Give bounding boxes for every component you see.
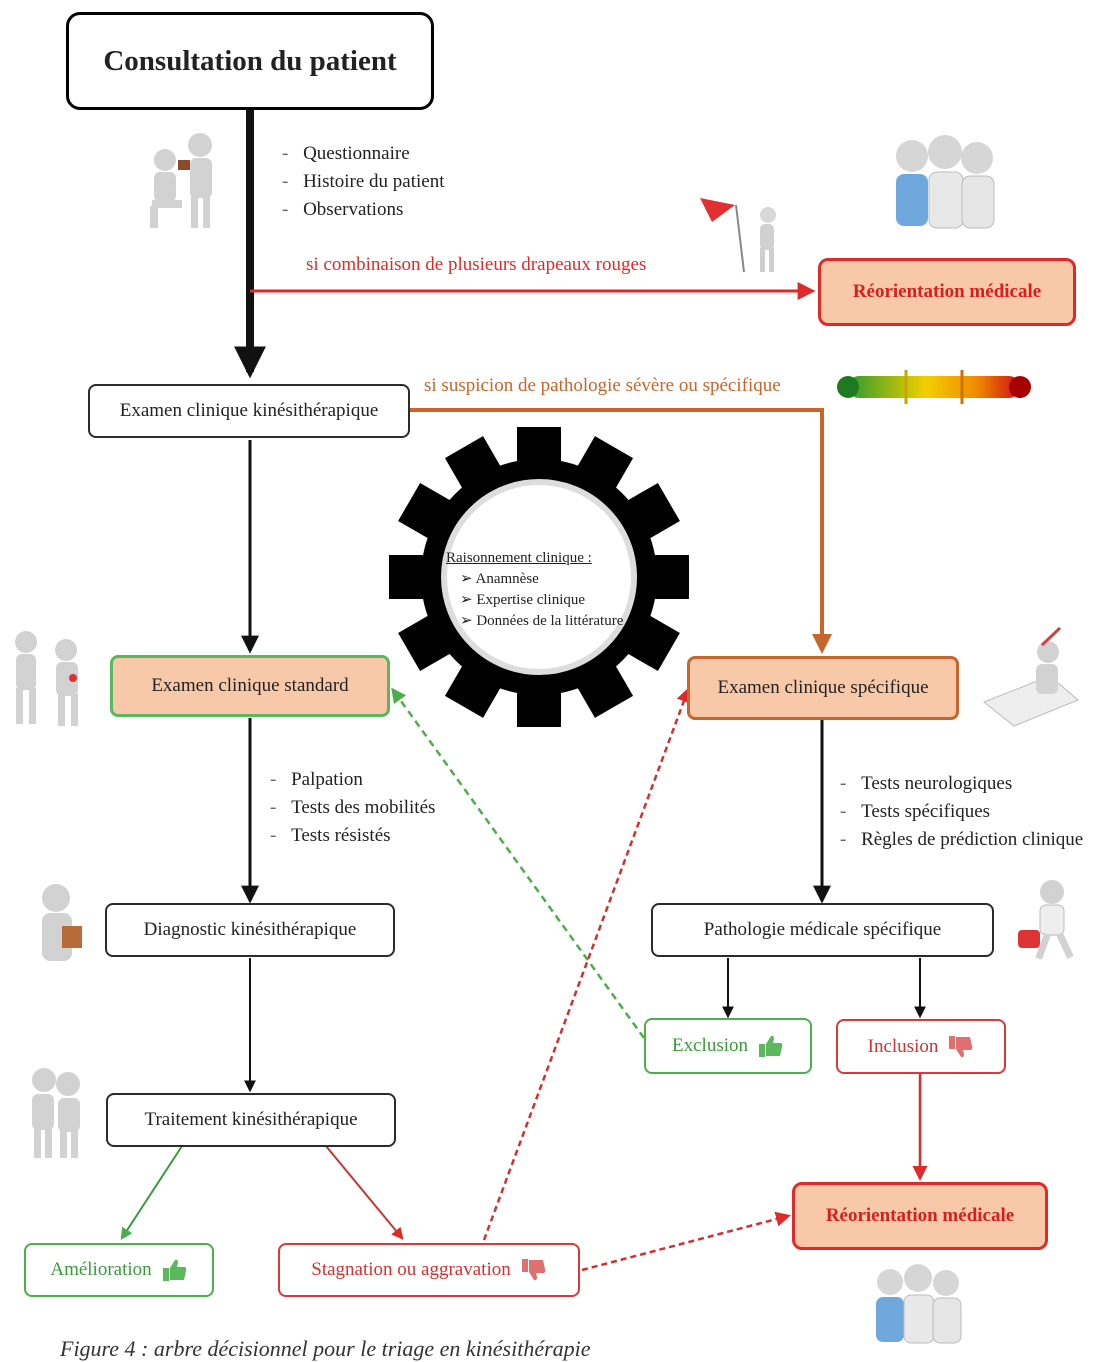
list-item: Données de la littérature bbox=[460, 611, 636, 632]
node-reorientation-top: Réorientation médicale bbox=[818, 258, 1076, 326]
edge-traitement-to-amelioration bbox=[120, 1145, 183, 1241]
node-examen-standard: Examen clinique standard bbox=[110, 655, 390, 717]
standard-items: Palpation Tests des mobilités Tests rési… bbox=[270, 766, 435, 850]
edge-traitement-to-stagnation bbox=[325, 1145, 404, 1240]
edge-label-suspicion: si suspicion de pathologie sévère ou spé… bbox=[424, 375, 781, 396]
doctors-group-icon-bottom bbox=[876, 1264, 962, 1344]
interview-figures-icon bbox=[150, 133, 212, 228]
thumbs-up-icon bbox=[162, 1259, 186, 1281]
gear-reasoning-text: Raisonnement clinique : Anamnèse Experti… bbox=[446, 548, 636, 632]
list-item: Palpation bbox=[270, 766, 435, 794]
node-examen-specifique: Examen clinique spécifique bbox=[687, 656, 959, 720]
figure-caption: Figure 4 : arbre décisionnel pour le tri… bbox=[60, 1336, 591, 1361]
edge-stagnation-to-reorientation bbox=[581, 1211, 791, 1272]
list-item: Tests résistés bbox=[270, 822, 435, 850]
edge-label-red-flags: si combinaison de plusieurs drapeaux rou… bbox=[306, 254, 647, 275]
node-diagnostic: Diagnostic kinésithérapique bbox=[105, 903, 395, 957]
list-item: Expertise clinique bbox=[460, 590, 636, 611]
node-consultation: Consultation du patient bbox=[66, 12, 434, 110]
list-item: Tests des mobilités bbox=[270, 794, 435, 822]
inclusion-label: Inclusion bbox=[867, 1035, 939, 1057]
clinical-test-icon bbox=[983, 626, 1079, 727]
thumbs-down-icon bbox=[521, 1259, 546, 1281]
list-item: Règles de prédiction clinique bbox=[840, 826, 1083, 854]
stagnation-label: Stagnation ou aggravation bbox=[311, 1259, 511, 1280]
thumbs-up-icon bbox=[759, 1035, 783, 1057]
node-pathologie: Pathologie médicale spécifique bbox=[651, 903, 994, 957]
consultation-items: Questionnaire Histoire du patient Observ… bbox=[282, 140, 445, 224]
doctors-group-icon-top bbox=[896, 135, 995, 229]
node-traitement: Traitement kinésithérapique bbox=[106, 1093, 396, 1147]
list-item: Anamnèse bbox=[460, 569, 636, 590]
exclusion-label: Exclusion bbox=[672, 1035, 748, 1056]
emergency-doctor-icon bbox=[1018, 880, 1074, 960]
list-item: Tests neurologiques bbox=[840, 770, 1083, 798]
node-examen-kine: Examen clinique kinésithérapique bbox=[88, 384, 410, 438]
list-item: Tests spécifiques bbox=[840, 798, 1083, 826]
clipboard-doctor-icon bbox=[42, 884, 82, 961]
amelioration-label: Amélioration bbox=[50, 1259, 152, 1280]
edge-stagnation-to-specific bbox=[482, 687, 691, 1241]
gear-heading: Raisonnement clinique : bbox=[446, 550, 592, 566]
node-stagnation: Stagnation ou aggravation bbox=[278, 1243, 580, 1297]
specific-items: Tests neurologiques Tests spécifiques Rè… bbox=[840, 770, 1083, 854]
edge-exclusion-to-standard bbox=[391, 687, 646, 1039]
list-item: Questionnaire bbox=[282, 140, 445, 168]
node-amelioration: Amélioration bbox=[24, 1243, 214, 1297]
edge-suspicion bbox=[410, 408, 832, 654]
node-inclusion: Inclusion bbox=[836, 1019, 1006, 1074]
thumbs-down-icon bbox=[949, 1035, 973, 1057]
red-flag-icon bbox=[700, 198, 776, 273]
severity-meter-icon bbox=[837, 370, 1031, 404]
node-exclusion: Exclusion bbox=[644, 1018, 812, 1074]
supporting-patient-icon bbox=[32, 1068, 80, 1158]
list-item: Histoire du patient bbox=[282, 168, 444, 196]
node-reorientation-bottom: Réorientation médicale bbox=[792, 1182, 1048, 1250]
patient-pain-icon bbox=[15, 631, 78, 726]
list-item: Observations bbox=[282, 196, 445, 224]
